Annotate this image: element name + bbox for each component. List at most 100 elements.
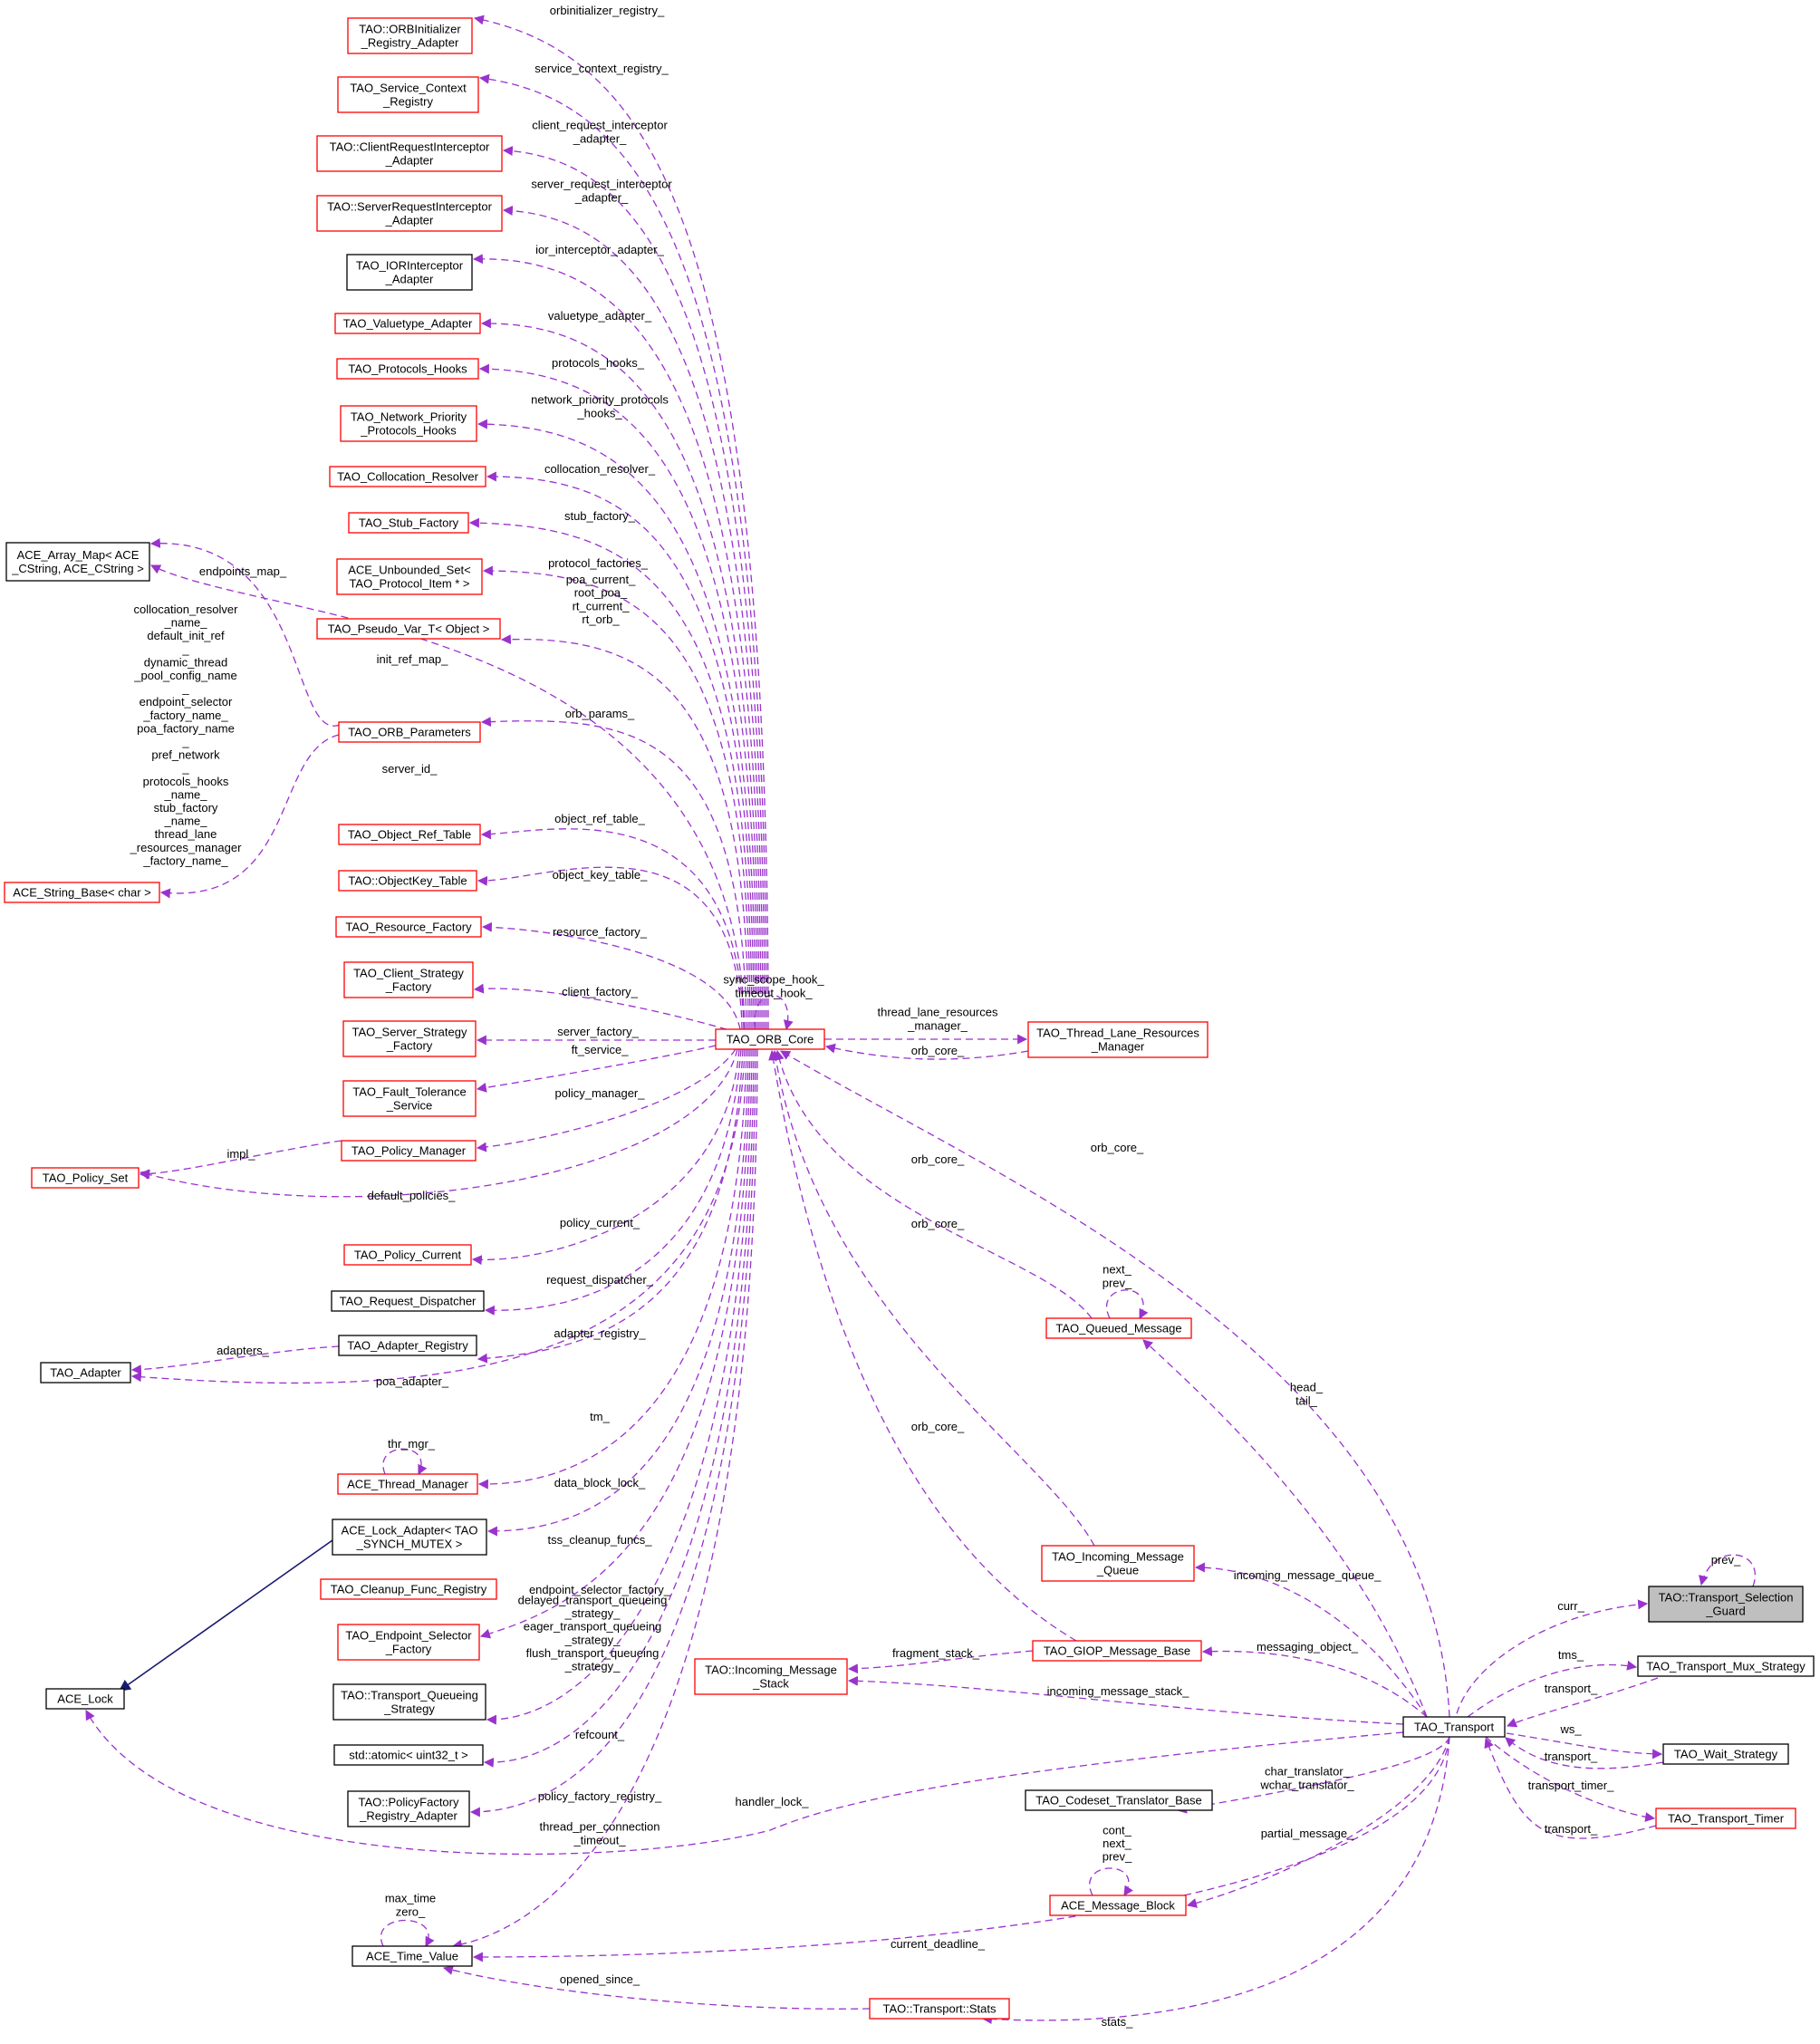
usage-edge <box>480 717 747 1030</box>
class-node-stats[interactable]: TAO::Transport::Stats <box>869 1998 1010 2020</box>
class-node-objkey[interactable]: TAO::ObjectKey_Table <box>338 870 477 892</box>
edge-label: orb_core_ <box>1091 1141 1144 1154</box>
class-node-atomic[interactable]: std::atomic< uint32_t > <box>333 1744 484 1766</box>
usage-edge <box>478 363 758 1030</box>
class-node-colres[interactable]: TAO_Collocation_Resolver <box>329 466 486 487</box>
class-node-giop[interactable]: TAO_GIOP_Message_Base <box>1032 1640 1202 1662</box>
edge-label: protocols_hooks_ <box>552 356 645 370</box>
edge-label: adapter_registry_ <box>554 1326 646 1340</box>
usage-edge <box>478 73 767 1030</box>
class-node-unbset[interactable]: ACE_Unbounded_Set<TAO_Protocol_Item * > <box>336 558 483 595</box>
usage-edge <box>1142 1339 1428 1718</box>
usage-edge <box>483 1048 755 1768</box>
class-node-strbase[interactable]: ACE_String_Base< char > <box>4 882 160 903</box>
edge-label: adapters_ <box>217 1344 270 1357</box>
edge-label: opened_since_ <box>560 1972 640 1986</box>
class-node-arraymap[interactable]: ACE_Array_Map< ACE_CString, ACE_CString … <box>5 542 150 582</box>
edge-label: _name_ <box>164 787 208 801</box>
class-node-valuetype[interactable]: TAO_Valuetype_Adapter <box>334 313 481 334</box>
class-node-orbparams[interactable]: TAO_ORB_Parameters <box>338 721 481 743</box>
class-node-codeset[interactable]: TAO_Codeset_Translator_Base <box>1025 1789 1213 1811</box>
class-node-clireq[interactable]: TAO::ClientRequestInterceptor_Adapter <box>316 135 503 172</box>
class-node-reqdisp[interactable]: TAO_Request_Dispatcher <box>331 1290 485 1312</box>
class-name: _Manager <box>1091 1040 1145 1054</box>
class-box <box>694 1658 848 1695</box>
class-node-adareg[interactable]: TAO_Adapter_Registry <box>338 1335 477 1356</box>
edge-label: zero_ <box>396 1904 426 1918</box>
class-node-srvreq[interactable]: TAO::ServerRequestInterceptor_Adapter <box>316 195 503 232</box>
usage-edge <box>469 1048 756 1817</box>
class-node-srvstrat[interactable]: TAO_Server_Strategy_Factory <box>342 1020 477 1057</box>
class-node-lockadp[interactable]: ACE_Lock_Adapter< TAO_SYNCH_MUTEX > <box>332 1519 487 1556</box>
class-node-stubfac[interactable]: TAO_Stub_Factory <box>348 512 469 534</box>
class-box <box>337 76 479 113</box>
class-node-incq[interactable]: TAO_Incoming_Message_Queue <box>1041 1545 1195 1582</box>
edge-label: endpoints_map_ <box>199 564 287 578</box>
class-name: _Adapter <box>385 273 434 286</box>
usage-edge <box>981 1736 1450 2025</box>
class-name: TAO_Server_Strategy <box>352 1026 467 1039</box>
usage-edge <box>482 565 751 1030</box>
edge-label: _ <box>181 761 189 775</box>
usage-edge <box>1506 1732 1663 1760</box>
class-node-guard[interactable]: TAO::Transport_Selection_Guard <box>1648 1586 1804 1623</box>
class-node-timeval[interactable]: ACE_Time_Value <box>351 1945 473 1967</box>
class-name: _Factory <box>385 980 432 994</box>
class-node-tqs[interactable]: TAO::Transport_Queueing_Strategy <box>332 1683 486 1721</box>
edge-label: collocation_resolver_ <box>544 462 656 476</box>
edge-label: endpoint_selector_factory_ <box>529 1583 671 1596</box>
edge-label: object_key_table_ <box>553 868 649 882</box>
class-name: TAO_Protocol_Item * > <box>349 577 469 591</box>
class-node-transport[interactable]: TAO_Transport <box>1402 1716 1506 1738</box>
usage-edge <box>1201 1646 1428 1718</box>
class-node-incstack[interactable]: TAO::Incoming_Message_Stack <box>694 1658 848 1695</box>
class-node-waitstrat[interactable]: TAO_Wait_Strategy <box>1662 1743 1789 1765</box>
class-name: TAO_Service_Context <box>350 82 467 95</box>
class-node-thrmgr[interactable]: ACE_Thread_Manager <box>337 1473 478 1495</box>
usage-edge <box>139 1140 342 1180</box>
edge-label: orb_core_ <box>911 1152 965 1166</box>
class-node-acelock[interactable]: ACE_Lock <box>45 1688 125 1710</box>
edge-label: server_id_ <box>382 762 438 776</box>
class-node-thrlane[interactable]: TAO_Thread_Lane_Resources_Manager <box>1027 1021 1209 1058</box>
class-box <box>316 135 503 172</box>
class-node-objref[interactable]: TAO_Object_Ref_Table <box>338 824 481 845</box>
class-node-polcur[interactable]: TAO_Policy_Current <box>343 1244 472 1266</box>
class-name: TAO_Policy_Manager <box>351 1144 467 1158</box>
class-node-pseudo[interactable]: TAO_Pseudo_Var_T< Object > <box>316 618 501 640</box>
class-node-endsel[interactable]: TAO_Endpoint_Selector_Factory <box>337 1624 480 1661</box>
class-node-orbcore[interactable]: TAO_ORB_Core <box>715 1028 825 1050</box>
class-node-ttimer[interactable]: TAO_Transport_Timer <box>1655 1808 1796 1829</box>
class-node-resfac[interactable]: TAO_Resource_Factory <box>335 916 482 938</box>
class-node-ftsvc[interactable]: TAO_Fault_Tolerance_Service <box>342 1080 477 1117</box>
edge-label: eager_transport_queueing <box>524 1620 662 1634</box>
edge-label: _adapter_ <box>574 190 629 204</box>
edge-label: _strategy_ <box>564 1606 621 1620</box>
class-node-netprio[interactable]: TAO_Network_Priority_Protocols_Hooks <box>340 405 477 442</box>
class-node-ior[interactable]: TAO_IORInterceptor_Adapter <box>346 254 473 291</box>
class-node-polmgr[interactable]: TAO_Policy_Manager <box>341 1140 477 1162</box>
class-node-queued[interactable]: TAO_Queued_Message <box>1045 1317 1192 1339</box>
edge-label: orb_core_ <box>911 1044 965 1057</box>
usage-edge <box>502 146 766 1030</box>
class-node-adapter[interactable]: TAO_Adapter <box>40 1362 131 1384</box>
usage-edge <box>774 1049 1093 1319</box>
usage-edge <box>500 634 749 1030</box>
edge-label: wchar_translator_ <box>1259 1778 1354 1791</box>
usage-edge <box>484 1048 742 1316</box>
class-node-polfac[interactable]: TAO::PolicyFactory_Registry_Adapter <box>347 1790 470 1827</box>
class-node-cleanup[interactable]: TAO_Cleanup_Func_Registry <box>320 1578 497 1600</box>
class-name: TAO_Resource_Factory <box>345 921 472 934</box>
class-node-protohooks[interactable]: TAO_Protocols_Hooks <box>336 358 479 380</box>
class-node-muxstrat[interactable]: TAO_Transport_Mux_Strategy <box>1637 1655 1815 1677</box>
class-node-msgblk[interactable]: ACE_Message_Block <box>1049 1895 1187 1916</box>
class-box <box>1025 1789 1213 1811</box>
class-node-polset[interactable]: TAO_Policy_Set <box>31 1167 140 1189</box>
class-node-svcctx[interactable]: TAO_Service_Context_Registry <box>337 76 479 113</box>
class-box <box>1045 1317 1192 1339</box>
edge-label: thread_lane <box>155 827 217 841</box>
class-node-clistrat[interactable]: TAO_Client_Strategy_Factory <box>343 961 474 998</box>
edge-label: default_init_ref <box>147 629 225 642</box>
class-node-orbinit[interactable]: TAO::ORBInitializer_Registry_Adapter <box>347 17 473 54</box>
